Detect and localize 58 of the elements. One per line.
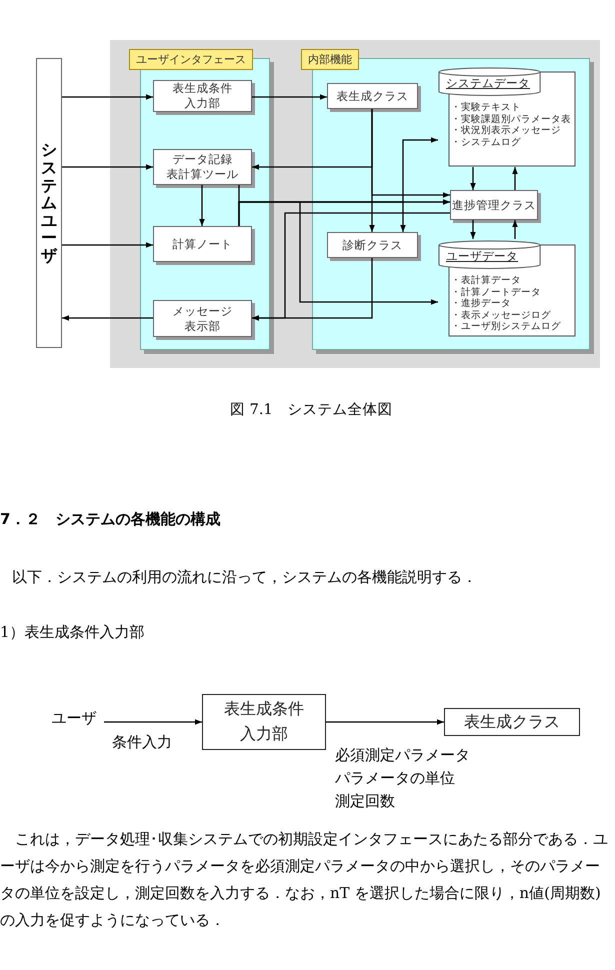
arrow [199, 185, 205, 226]
list-item: ・表示メッセージログ [451, 310, 551, 321]
process-box [450, 190, 538, 220]
text-line: 1）表生成条件入力部 [0, 622, 145, 643]
box-text: 表生成条件入力部 [224, 698, 304, 745]
arrow [369, 109, 375, 232]
box-text: 計算ノート [172, 236, 232, 252]
arrow [252, 94, 327, 100]
edge-label: 条件入力 [112, 733, 172, 752]
arrow [104, 719, 202, 725]
box-text: 表生成条件入力部 [172, 81, 232, 111]
box-text: 表生成クラス [336, 88, 408, 104]
text-line: 必須測定パラメータ [335, 745, 470, 766]
arrow [62, 315, 153, 321]
box-text: 診断クラス [342, 238, 402, 252]
list-item: ・計算ノートデータ [451, 286, 541, 298]
arrow [238, 201, 438, 305]
text-line: パラメータの単位 [335, 768, 455, 789]
box-text: 表生成クラス [464, 710, 560, 733]
actor-label: ユーザ [44, 706, 104, 730]
list-item: ・ユーザ別システムログ [451, 321, 561, 332]
box-text: データ記録表計算ツール [166, 152, 238, 182]
process-box [444, 708, 580, 736]
arrow [512, 167, 518, 190]
text-line: 以下．システムの利用の流れに沿って，システムの各機能説明する． [12, 567, 477, 588]
arrow [512, 220, 518, 239]
list-item: ・システムログ [451, 136, 521, 148]
section-heading: 7．２ システムの各機能の構成 [0, 509, 220, 530]
process-box [327, 232, 418, 258]
list-item: ・進捗データ [451, 298, 511, 310]
figure-caption: 図 7.1 システム全体図 [230, 401, 393, 419]
body-paragraph: これは，データ処理･収集システムでの初期設定インタフェースにあたる部分である．ユーザは今から測定を行うパラメータを必須測定パラメータの中から選択し，そのパラメータの単位を設定し，測定回数を入力する．なお，nT を選択した場合に限り，n値(周期数)の入力を促すようになっている． [0, 829, 609, 931]
list-item: ・表計算データ [451, 275, 521, 286]
arrow [62, 164, 153, 170]
database-title: ユーザデータ [446, 250, 518, 264]
list-item: ・実験テキスト [451, 102, 521, 114]
panel-title: ユーザインタフェース [129, 49, 253, 70]
process-box [153, 149, 252, 185]
arrow [326, 719, 444, 725]
arrow [470, 167, 476, 190]
process-box [153, 300, 252, 337]
arrow [62, 94, 153, 100]
list-item: ・実験課題別パラメータ表 [451, 114, 571, 125]
actor-bar [36, 58, 62, 348]
box-text: メッセージ表示部 [172, 304, 232, 334]
box-text: 進捗管理クラス [452, 198, 536, 212]
process-box [153, 226, 252, 262]
process-box [327, 83, 418, 109]
process-box [153, 80, 252, 112]
list-item: ・状況別表示メッセージ [451, 125, 561, 136]
arrow [470, 220, 476, 239]
arrow [252, 258, 373, 321]
arrow [62, 242, 153, 248]
panel-title: 内部機能 [301, 49, 359, 70]
text-line: 測定回数 [335, 791, 395, 812]
process-box [202, 694, 326, 750]
database-title: システムデータ [446, 77, 530, 91]
actor-name: システムユーザ [41, 141, 57, 265]
